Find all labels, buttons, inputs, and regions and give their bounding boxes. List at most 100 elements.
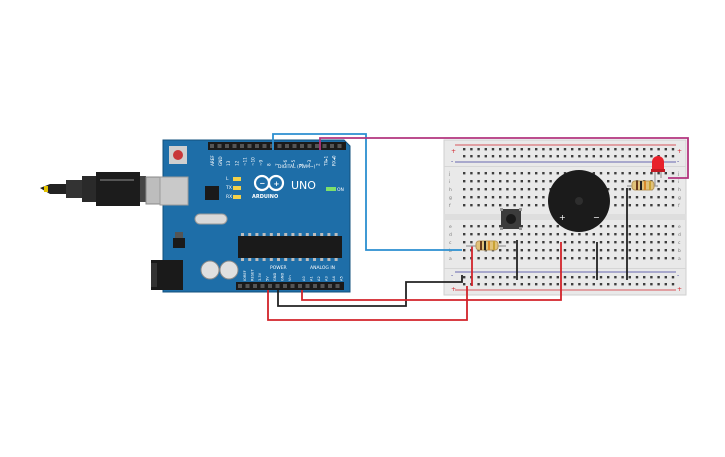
terminal-hole[interactable] — [621, 188, 624, 191]
terminal-hole[interactable] — [535, 180, 538, 183]
terminal-hole[interactable] — [535, 188, 538, 191]
rail-hole[interactable] — [506, 155, 509, 158]
terminal-hole[interactable] — [563, 257, 567, 260]
terminal-hole[interactable] — [477, 188, 480, 191]
rail-hole[interactable] — [621, 276, 624, 279]
terminal-hole[interactable] — [542, 180, 545, 183]
terminal-hole[interactable] — [607, 180, 610, 183]
rail-hole[interactable] — [484, 155, 487, 158]
digital-header-hole[interactable] — [240, 144, 244, 148]
rail-hole[interactable] — [542, 276, 545, 279]
rail-hole[interactable] — [621, 155, 624, 158]
digital-header-hole[interactable] — [255, 144, 259, 148]
rail-hole[interactable] — [571, 148, 574, 151]
terminal-hole[interactable] — [607, 188, 610, 191]
rail-hole[interactable] — [628, 276, 631, 279]
terminal-hole[interactable] — [484, 172, 487, 175]
rail-hole[interactable] — [563, 155, 567, 158]
terminal-hole[interactable] — [664, 204, 667, 207]
terminal-hole[interactable] — [506, 249, 509, 252]
terminal-hole[interactable] — [556, 257, 559, 260]
rail-hole[interactable] — [643, 283, 646, 286]
rail-hole[interactable] — [664, 148, 667, 151]
terminal-hole[interactable] — [535, 257, 538, 260]
power-analog-header-hole[interactable] — [245, 284, 250, 288]
terminal-hole[interactable] — [491, 204, 495, 207]
terminal-hole[interactable] — [556, 249, 559, 252]
terminal-hole[interactable] — [578, 241, 581, 244]
terminal-hole[interactable] — [463, 233, 466, 236]
digital-header-hole[interactable] — [210, 144, 214, 148]
wire-black-gnd[interactable] — [277, 275, 463, 307]
rail-hole[interactable] — [484, 148, 487, 151]
terminal-hole[interactable] — [592, 241, 595, 244]
terminal-hole[interactable] — [491, 188, 495, 191]
terminal-hole[interactable] — [664, 225, 667, 228]
terminal-hole[interactable] — [621, 180, 624, 183]
terminal-hole[interactable] — [650, 225, 653, 228]
terminal-hole[interactable] — [628, 249, 631, 252]
terminal-hole[interactable] — [671, 180, 675, 183]
terminal-hole[interactable] — [657, 249, 660, 252]
terminal-hole[interactable] — [607, 233, 610, 236]
rail-hole[interactable] — [614, 283, 617, 286]
terminal-hole[interactable] — [556, 225, 559, 228]
rail-hole[interactable] — [657, 283, 660, 286]
rail-hole[interactable] — [592, 283, 595, 286]
terminal-hole[interactable] — [664, 196, 667, 199]
rail-hole[interactable] — [535, 155, 538, 158]
terminal-hole[interactable] — [628, 172, 631, 175]
terminal-hole[interactable] — [643, 196, 646, 199]
terminal-hole[interactable] — [607, 172, 610, 175]
power-analog-header-hole[interactable] — [290, 284, 295, 288]
terminal-hole[interactable] — [549, 172, 552, 175]
terminal-hole[interactable] — [470, 204, 473, 207]
rail-hole[interactable] — [520, 155, 523, 158]
terminal-hole[interactable] — [520, 249, 523, 252]
terminal-hole[interactable] — [599, 233, 603, 236]
resistor-led[interactable] — [627, 180, 658, 191]
terminal-hole[interactable] — [520, 257, 523, 260]
terminal-hole[interactable] — [664, 188, 667, 191]
terminal-hole[interactable] — [463, 196, 466, 199]
rail-hole[interactable] — [513, 148, 516, 151]
rail-hole[interactable] — [513, 283, 516, 286]
terminal-hole[interactable] — [621, 172, 624, 175]
terminal-hole[interactable] — [535, 233, 538, 236]
rail-hole[interactable] — [463, 155, 466, 158]
terminal-hole[interactable] — [484, 204, 487, 207]
rail-hole[interactable] — [621, 148, 624, 151]
terminal-hole[interactable] — [671, 249, 675, 252]
rail-hole[interactable] — [592, 155, 595, 158]
terminal-hole[interactable] — [585, 241, 588, 244]
digital-header-hole[interactable] — [322, 144, 327, 148]
terminal-hole[interactable] — [477, 204, 480, 207]
rail-hole[interactable] — [527, 155, 531, 158]
terminal-hole[interactable] — [556, 172, 559, 175]
terminal-hole[interactable] — [491, 180, 495, 183]
terminal-hole[interactable] — [542, 233, 545, 236]
rail-hole[interactable] — [513, 155, 516, 158]
power-analog-header-hole[interactable] — [275, 284, 280, 288]
rail-hole[interactable] — [628, 148, 631, 151]
rail-hole[interactable] — [607, 276, 610, 279]
terminal-hole[interactable] — [535, 249, 538, 252]
terminal-hole[interactable] — [671, 241, 675, 244]
terminal-hole[interactable] — [477, 225, 480, 228]
wire-blue-pin9[interactable] — [272, 133, 462, 251]
terminal-hole[interactable] — [650, 233, 653, 236]
rail-hole[interactable] — [563, 283, 567, 286]
terminal-hole[interactable] — [542, 257, 545, 260]
terminal-hole[interactable] — [571, 257, 574, 260]
terminal-hole[interactable] — [499, 225, 502, 228]
terminal-hole[interactable] — [520, 180, 523, 183]
rail-hole[interactable] — [599, 155, 603, 158]
rail-hole[interactable] — [592, 148, 595, 151]
terminal-hole[interactable] — [635, 172, 639, 175]
terminal-hole[interactable] — [549, 257, 552, 260]
terminal-hole[interactable] — [628, 196, 631, 199]
terminal-hole[interactable] — [535, 172, 538, 175]
rail-hole[interactable] — [470, 148, 473, 151]
rail-hole[interactable] — [527, 276, 531, 279]
rail-hole[interactable] — [657, 148, 660, 151]
